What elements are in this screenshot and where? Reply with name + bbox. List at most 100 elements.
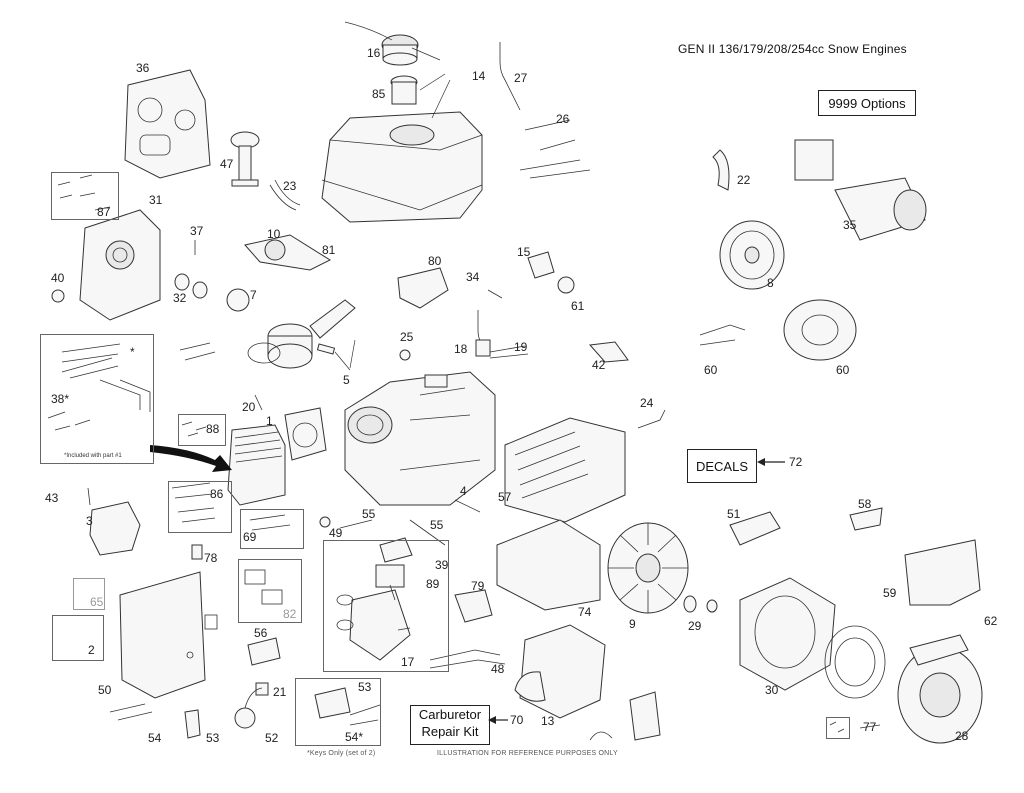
label-8[interactable]: 8 [767,276,774,290]
frame-69 [240,509,304,549]
muffler-guard-shape [504,417,626,523]
carb-kit-line2: Repair Kit [421,724,479,739]
fuel-cap-shape [344,21,419,105]
label-23[interactable]: 23 [283,179,297,193]
gasket-36-shape [124,69,211,179]
label-89[interactable]: 89 [426,577,440,591]
label-20[interactable]: 20 [242,400,256,414]
label-88[interactable]: 88 [206,422,220,436]
muffler-cover-shape [496,519,601,611]
label-15[interactable]: 15 [517,245,531,259]
label-54-star[interactable]: 54* [345,730,364,744]
label-2[interactable]: 2 [88,643,95,657]
label-47[interactable]: 47 [220,157,234,171]
frame-88 [178,414,226,446]
label-10[interactable]: 10 [267,227,281,241]
label-51[interactable]: 51 [727,507,741,521]
electric-starter-shape [794,139,927,241]
label-56[interactable]: 56 [254,626,268,640]
label-21[interactable]: 21 [273,685,287,699]
label-7[interactable]: 7 [250,288,257,302]
label-55a[interactable]: 55 [362,507,376,521]
frame-82 [238,559,302,623]
flywheel-gear-shape [719,220,785,290]
label-36[interactable]: 36 [136,61,150,75]
label-3[interactable]: 3 [86,514,93,528]
label-59[interactable]: 59 [883,586,897,600]
label-19[interactable]: 19 [514,340,528,354]
label-1[interactable]: 1 [266,414,273,428]
label-38-star: * [130,345,135,359]
label-77[interactable]: 77 [863,720,877,734]
label-78[interactable]: 78 [204,551,218,565]
label-31[interactable]: 31 [149,193,163,207]
label-61[interactable]: 61 [571,299,585,313]
label-60b[interactable]: 60 [836,363,850,377]
label-72: 72 [789,455,803,469]
label-74[interactable]: 74 [578,605,592,619]
label-62[interactable]: 62 [984,614,998,628]
label-65[interactable]: 65 [90,595,104,609]
label-69[interactable]: 69 [243,530,257,544]
label-16[interactable]: 16 [367,46,381,60]
dipstick-shape [230,131,260,187]
label-29[interactable]: 29 [688,619,702,633]
label-79[interactable]: 79 [471,579,485,593]
engine-block-shape [344,371,496,506]
label-50[interactable]: 50 [98,683,112,697]
label-52[interactable]: 52 [265,731,279,745]
label-35[interactable]: 35 [843,218,857,232]
label-18[interactable]: 18 [454,342,468,356]
label-27[interactable]: 27 [514,71,528,85]
pointer-arrow [150,445,232,472]
label-4[interactable]: 4 [460,484,467,498]
label-22[interactable]: 22 [737,173,751,187]
label-32[interactable]: 32 [173,291,187,305]
carburetor-shape [336,537,413,661]
label-9[interactable]: 9 [629,617,636,631]
label-25[interactable]: 25 [400,330,414,344]
recoil-starter-shape [897,634,983,744]
options-box[interactable]: 9999 Options [818,90,916,116]
label-48[interactable]: 48 [491,662,505,676]
note-keys-only: *Keys Only (set of 2) [307,750,376,757]
label-85[interactable]: 85 [372,87,386,101]
label-80[interactable]: 80 [428,254,442,268]
label-40[interactable]: 40 [51,271,65,285]
label-24[interactable]: 24 [640,396,654,410]
frame-77 [826,717,850,739]
label-39[interactable]: 39 [435,558,449,572]
label-55b[interactable]: 55 [430,518,444,532]
label-82[interactable]: 82 [283,607,297,621]
label-38[interactable]: 38* [51,392,70,406]
label-53b[interactable]: 53 [358,680,372,694]
label-42[interactable]: 42 [592,358,606,372]
crankcase-cover-shape [79,209,161,321]
label-14[interactable]: 14 [472,69,486,83]
frame-65 [73,578,105,610]
label-49[interactable]: 49 [329,526,343,540]
label-57[interactable]: 57 [498,490,512,504]
control-panel-shroud-shape [119,571,218,699]
label-34[interactable]: 34 [466,270,480,284]
label-30[interactable]: 30 [765,683,779,697]
label-81[interactable]: 81 [322,243,336,257]
label-43[interactable]: 43 [45,491,59,505]
label-60a[interactable]: 60 [704,363,718,377]
label-26[interactable]: 26 [556,112,570,126]
label-86[interactable]: 86 [210,487,224,501]
label-54[interactable]: 54 [148,731,162,745]
label-5[interactable]: 5 [343,373,350,387]
label-28[interactable]: 28 [955,729,969,743]
carburetor-repair-kit-box[interactable]: Carburetor Repair Kit [410,705,490,745]
label-58[interactable]: 58 [858,497,872,511]
label-53a[interactable]: 53 [206,731,220,745]
label-17[interactable]: 17 [401,655,415,669]
label-37[interactable]: 37 [190,224,204,238]
label-70: 70 [510,713,524,727]
label-13[interactable]: 13 [541,714,555,728]
fuel-tank-shape [321,111,483,223]
label-87[interactable]: 87 [97,205,111,219]
decals-box[interactable]: DECALS [687,449,757,483]
